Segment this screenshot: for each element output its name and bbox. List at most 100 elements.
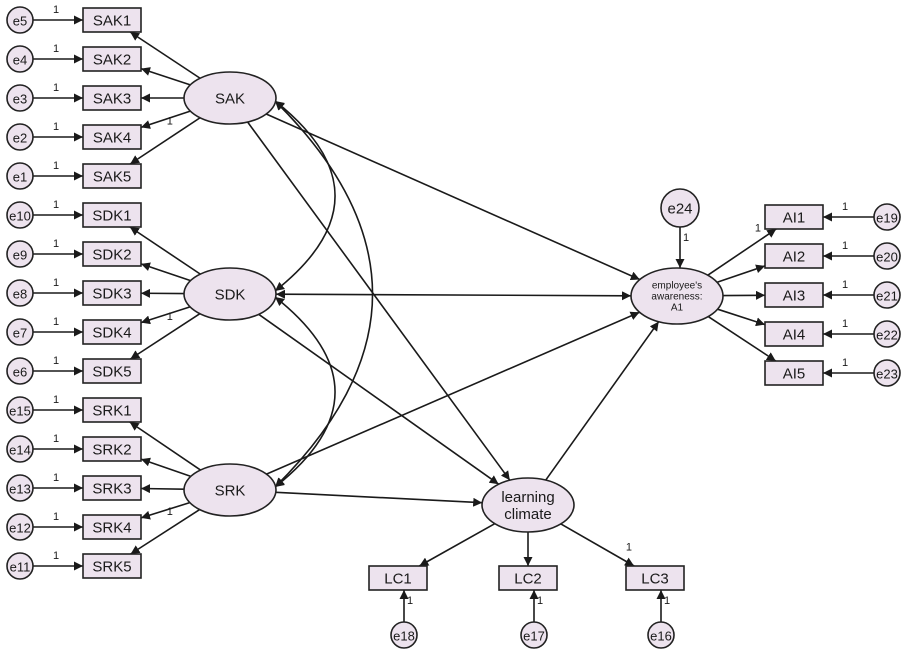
- loading-arrow-ai1: [707, 228, 777, 276]
- error-weight-e2: 1: [53, 121, 59, 133]
- error-circle-e4: [6, 45, 34, 73]
- indicator-box-sdk4: [82, 319, 142, 345]
- indicator-label-lc1: LC1: [384, 571, 412, 588]
- indicator-label-ai2: AI2: [783, 249, 806, 266]
- path-sdk-to-lcl: [258, 313, 500, 485]
- indicator-label-ai5: AI5: [783, 366, 806, 383]
- error-label-e6: e6: [13, 365, 27, 380]
- latent-label-sak-line-1: SAK: [215, 91, 245, 108]
- loading-arrow-srk4: [140, 501, 191, 520]
- error-circle-e9: [6, 240, 34, 268]
- indicator-box-srk4: [82, 514, 142, 540]
- indicator-box-srk5: [82, 553, 142, 579]
- error-label-e9: e9: [13, 248, 27, 263]
- indicator-box-srk3: [82, 475, 142, 501]
- error-label-e5: e5: [13, 14, 27, 29]
- path-lcl-to-a1: [545, 321, 660, 481]
- error-circle-e12: [6, 513, 34, 541]
- error-weight-e7: 1: [53, 316, 59, 328]
- error-label-e2: e2: [13, 131, 27, 146]
- loading-weight-sdk4: 1: [167, 311, 173, 323]
- path-srk-to-a1: [266, 311, 640, 475]
- path-sak-to-a1: [265, 113, 641, 281]
- error-label-e20: e20: [876, 250, 898, 265]
- error-circle-e5: [6, 6, 34, 34]
- loading-arrow-sdk4: [140, 306, 191, 325]
- indicator-label-sak3: SAK3: [93, 91, 131, 108]
- latent-label-lcl-line-1: learning: [501, 489, 554, 506]
- path-sdk-to-a1: [275, 289, 632, 301]
- indicator-box-ai1: [764, 204, 824, 230]
- error-label-e17: e17: [523, 629, 545, 644]
- error-circle-e23: [873, 359, 901, 387]
- error-circle-e3: [6, 84, 34, 112]
- loading-arrow-sdk2: [140, 262, 191, 282]
- latent-label-a1-line-2: awareness:: [651, 292, 702, 303]
- indicator-label-sak5: SAK5: [93, 169, 131, 186]
- error-circle-e7: [6, 318, 34, 346]
- error-label-e22: e22: [876, 328, 898, 343]
- error-label-e8: e8: [13, 287, 27, 302]
- indicator-box-sak2: [82, 46, 142, 72]
- loading-arrow-ai4: [717, 308, 766, 327]
- loading-weight-sak4: 1: [167, 115, 173, 127]
- error-circle-e8: [6, 279, 34, 307]
- indicator-label-sak1: SAK1: [93, 13, 131, 30]
- indicator-label-srk2: SRK2: [92, 442, 131, 459]
- error-circle-e18: [390, 621, 418, 649]
- indicator-label-lc2: LC2: [514, 571, 542, 588]
- error-circle-e19: [873, 203, 901, 231]
- error-weight-e8: 1: [53, 277, 59, 289]
- indicator-box-ai3: [764, 282, 824, 308]
- loading-arrow-srk2: [140, 457, 192, 478]
- loading-arrow-sdk1: [129, 226, 201, 275]
- error-weight-e5: 1: [53, 4, 59, 16]
- indicator-label-srk1: SRK1: [92, 403, 131, 420]
- indicator-label-srk3: SRK3: [92, 481, 131, 498]
- indicator-label-sdk2: SDK2: [92, 247, 131, 264]
- error-circle-e17: [520, 621, 548, 649]
- loading-arrow-sak4: [140, 110, 191, 129]
- error-label-e21: e21: [876, 289, 898, 304]
- loading-arrow-srk5: [130, 508, 201, 555]
- error-weight-e6: 1: [53, 355, 59, 367]
- indicator-label-sdk1: SDK1: [92, 208, 131, 225]
- indicator-label-lc3: LC3: [641, 571, 669, 588]
- disturbance-circle-e24: [660, 188, 700, 228]
- loading-arrow-srk3: [140, 484, 185, 494]
- loading-arrow-lc3: [560, 523, 635, 567]
- error-weight-e22: 1: [842, 318, 848, 330]
- indicator-label-srk5: SRK5: [92, 559, 131, 576]
- error-label-e14: e14: [9, 443, 31, 458]
- error-weight-e23: 1: [842, 357, 848, 369]
- error-weight-e15: 1: [53, 394, 59, 406]
- error-circle-e10: [6, 201, 34, 229]
- indicator-box-lc2: [498, 565, 558, 591]
- loading-weight-ai1: 1: [755, 222, 761, 234]
- path-sak-to-lcl: [246, 121, 511, 481]
- error-weight-e16: 1: [664, 595, 670, 607]
- disturbance-weight-e24: 1: [683, 232, 689, 244]
- error-weight-e3: 1: [53, 82, 59, 94]
- error-circle-e14: [6, 435, 34, 463]
- indicator-label-ai1: AI1: [783, 210, 806, 227]
- error-weight-e10: 1: [53, 199, 59, 211]
- indicator-box-ai5: [764, 360, 824, 386]
- error-label-e15: e15: [9, 404, 31, 419]
- indicator-label-sdk5: SDK5: [92, 364, 131, 381]
- latent-ellipse-srk: [183, 463, 277, 517]
- latent-label-a1-line-3: A1: [671, 303, 684, 314]
- indicator-box-ai4: [764, 321, 824, 347]
- latent-label-lcl-line-2: climate: [504, 506, 552, 523]
- error-circle-e13: [6, 474, 34, 502]
- loading-weight-lc3: 1: [626, 541, 632, 553]
- error-weight-e21: 1: [842, 279, 848, 291]
- indicator-box-ai2: [764, 243, 824, 269]
- edges-layer: [33, 15, 874, 622]
- loading-arrow-sak5: [129, 117, 201, 165]
- indicator-label-sdk4: SDK4: [92, 325, 131, 342]
- indicator-label-sak4: SAK4: [93, 130, 131, 147]
- disturbance-label-e24: e24: [667, 201, 692, 218]
